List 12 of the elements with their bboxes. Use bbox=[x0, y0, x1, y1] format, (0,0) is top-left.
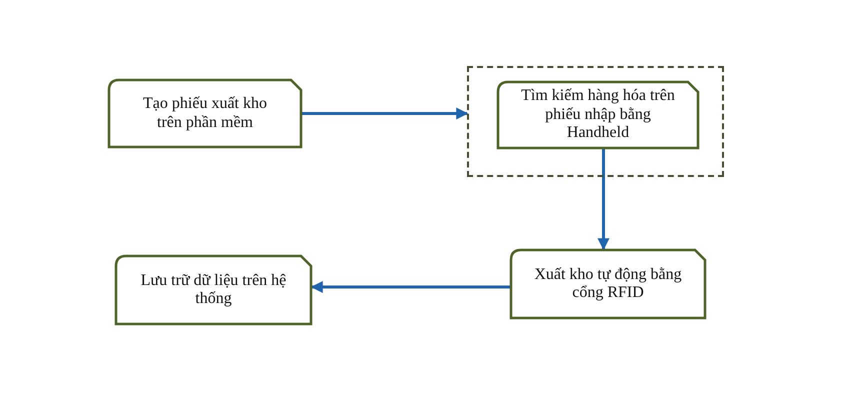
dashed-group-box bbox=[467, 66, 724, 177]
step-label: Xuất kho tự động bằng cổng RFID bbox=[533, 266, 683, 302]
arrow bbox=[310, 281, 510, 293]
process-box bbox=[108, 79, 302, 148]
process-box bbox=[510, 249, 706, 319]
step-label: Tạo phiếu xuất kho trên phần mềm bbox=[142, 95, 268, 132]
process-box bbox=[115, 255, 312, 325]
arrow bbox=[598, 147, 610, 250]
arrow bbox=[302, 108, 468, 120]
process-box bbox=[497, 81, 699, 149]
step-label: Lưu trữ dữ liệu trên hệ thống bbox=[140, 272, 288, 308]
step-label: Tìm kiếm hàng hóa trên phiếu nhập bằng Handheld bbox=[520, 87, 676, 143]
